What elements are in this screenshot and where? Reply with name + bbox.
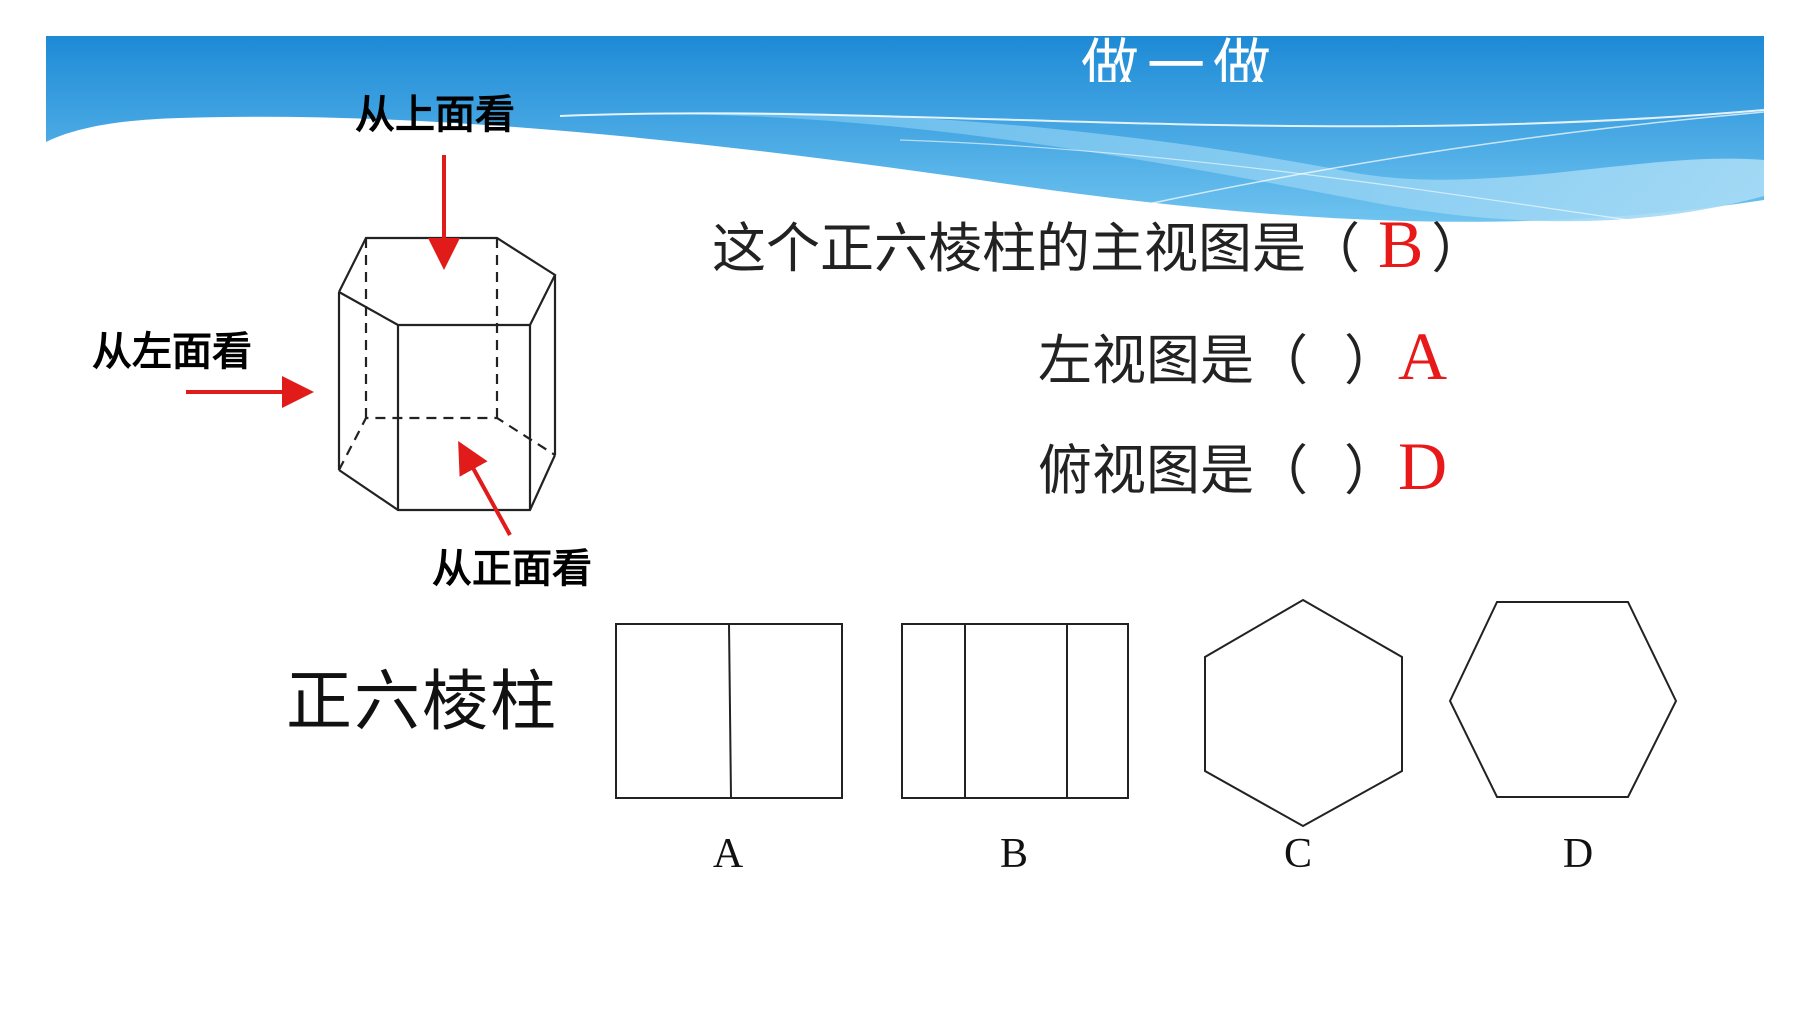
question-main-view: 这个正六棱柱的主视图是（B） [712,210,1486,280]
label-from-front: 从正面看 [432,546,592,592]
arrow-from-front [458,440,512,536]
question-main-suffix: ） [1431,217,1486,280]
answer-main-view: B [1378,206,1424,282]
question-left-view: 左视图是（）A [1038,322,1447,392]
solid-name: 正六棱柱 [286,663,558,740]
option-d-label: D [1562,831,1594,877]
slide-title: 做一做 [1080,32,1279,82]
label-from-top: 从上面看 [355,92,515,138]
header-banner [46,36,1765,231]
answer-top-view: D [1398,428,1448,504]
option-c-label: C [1283,831,1312,877]
option-a-label: A [712,831,744,877]
option-d-figure [1448,601,1678,798]
question-left-close: ） [1344,329,1398,392]
question-left-prefix: 左视图是（ [1038,329,1308,392]
option-c-figure [1204,598,1403,828]
question-top-close: ） [1344,439,1398,502]
question-main-prefix: 这个正六棱柱的主视图是（ [712,217,1360,280]
option-a-figure [615,623,843,799]
option-b-figure [901,623,1129,799]
label-from-left: 从左面看 [92,329,252,375]
answer-left-view: A [1398,318,1448,394]
question-top-view: 俯视图是（）D [1038,432,1447,502]
hexagonal-prism-figure [337,236,557,512]
option-b-label: B [999,831,1028,877]
question-top-prefix: 俯视图是（ [1038,439,1308,502]
